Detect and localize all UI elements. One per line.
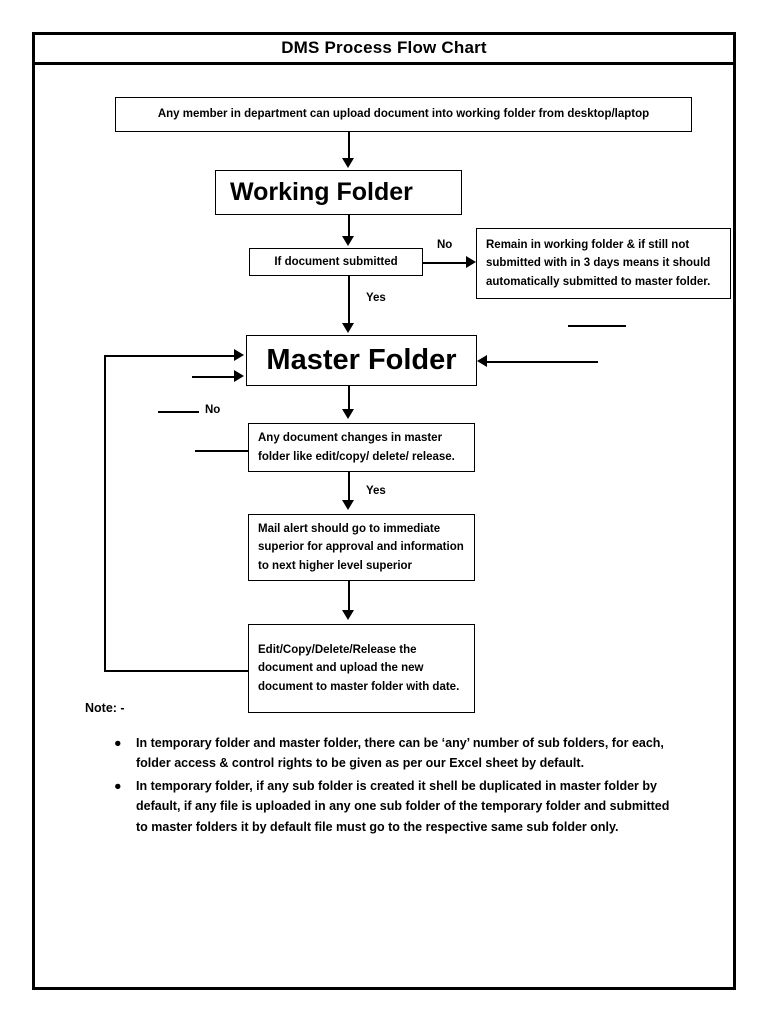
edge-label-submitted-no: No [437,239,453,251]
node-working-folder-label: Working Folder [230,177,413,206]
stray-line-upper-right [568,325,626,327]
page-title: DMS Process Flow Chart [281,37,487,57]
edge-label-submitted-yes: Yes [366,292,386,304]
connector-short-into-master [192,376,236,378]
connector-changes-yes [348,472,350,502]
title-bar: DMS Process Flow Chart [32,32,736,65]
node-working-folder: Working Folder [215,170,462,215]
node-mail-alert: Mail alert should go to immediate superi… [248,514,475,581]
arrowhead-submitted-no [466,256,476,268]
node-edit-copy-delete-release: Edit/Copy/Delete/Release the document an… [248,624,475,713]
connector-loop-bottom [104,670,250,672]
node-master-folder-label: Master Folder [266,343,457,376]
arrowhead-submitted-yes [342,323,354,333]
connector-mail-to-edit [348,581,350,612]
arrowhead-changes-yes [342,500,354,510]
note-item: ● In temporary folder, if any sub folder… [110,776,680,837]
arrowhead-master-to-changes [342,409,354,419]
note-item-text: In temporary folder and master folder, t… [136,736,664,771]
node-remain-in-working-folder-label: Remain in working folder & if still not … [486,238,711,288]
arrowhead-right-into-master [477,355,487,367]
node-mail-alert-label: Mail alert should go to immediate superi… [258,522,464,572]
note-item: ● In temporary folder and master folder,… [110,733,680,774]
connector-loop-left-rail [104,355,106,670]
edge-label-changes-no: No [205,404,221,416]
node-remain-in-working-folder: Remain in working folder & if still not … [476,228,731,299]
node-upload-label: Any member in department can upload docu… [157,108,650,121]
node-any-document-changes-label: Any document changes in master folder li… [258,431,455,463]
connector-working-to-decision [348,215,350,238]
notes-heading: Note: - [85,701,125,715]
connector-submitted-yes [348,276,350,325]
node-any-document-changes: Any document changes in master folder li… [248,423,475,472]
arrowhead-short-into-master [234,370,244,382]
edge-label-changes-yes: Yes [366,485,386,497]
arrowhead-working-to-decision [342,236,354,246]
connector-upload-to-working [348,132,350,160]
arrowhead-mail-to-edit [342,610,354,620]
note-item-text: In temporary folder, if any sub folder i… [136,778,670,834]
node-if-document-submitted: If document submitted [249,248,423,276]
connector-loop-top [104,355,236,357]
connector-master-to-changes [348,386,350,411]
bullet-icon: ● [114,778,122,793]
node-if-document-submitted-label: If document submitted [274,255,398,268]
bullet-icon: ● [114,736,122,750]
connector-submitted-no [423,262,469,264]
node-edit-copy-delete-release-label: Edit/Copy/Delete/Release the document an… [258,643,460,693]
node-upload: Any member in department can upload docu… [115,97,692,132]
connector-changes-no-stub [158,411,199,413]
node-master-folder: Master Folder [246,335,477,386]
arrowhead-loop-into-master [234,349,244,361]
arrowhead-upload-to-working [342,158,354,168]
connector-changes-left-stub [195,450,249,452]
connector-right-into-master [487,361,598,363]
notes-list: ● In temporary folder and master folder,… [110,733,680,839]
